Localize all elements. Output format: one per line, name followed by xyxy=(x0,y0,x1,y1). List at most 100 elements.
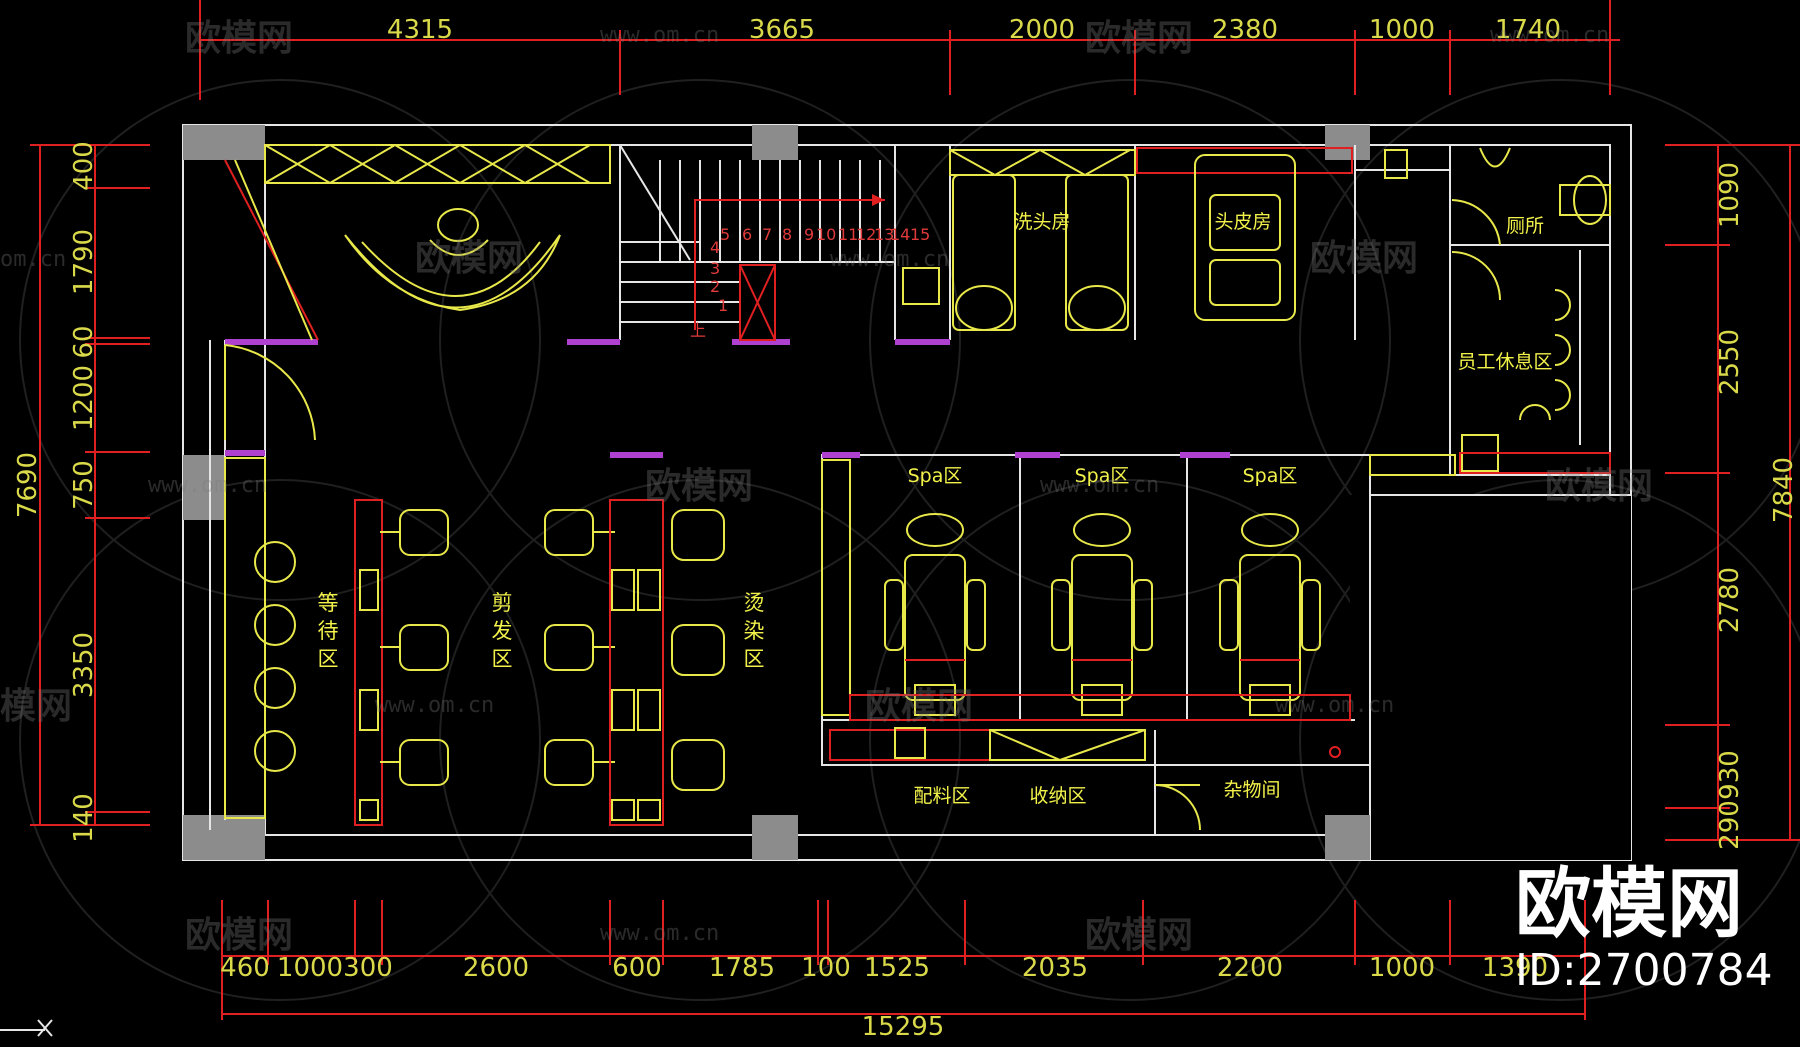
columns xyxy=(183,125,1370,860)
watermark-logo-4: 欧模网 xyxy=(1310,238,1418,279)
watermark-logo-7: 欧模网 xyxy=(865,686,973,727)
top-dim-2: 3665 xyxy=(749,15,815,45)
spa-label-1: Spa区 xyxy=(908,465,963,487)
right-dim-5: 290 xyxy=(1715,800,1745,850)
stair-step-11: 11 xyxy=(838,225,858,244)
watermark-url-4: www.om.cn xyxy=(148,473,267,498)
left-dim-6: 3350 xyxy=(69,632,99,698)
watermark-url-7: www.om.cn xyxy=(1275,693,1394,718)
stair-step-13: 13 xyxy=(874,225,894,244)
right-dim-total: 7840 xyxy=(1769,457,1799,523)
bottom-dim-total: 15295 xyxy=(862,1012,945,1042)
watermark-logo-9: 欧模网 xyxy=(1085,915,1193,956)
spa-label-2: Spa区 xyxy=(1075,465,1130,487)
top-dim-4: 2380 xyxy=(1212,15,1278,45)
scalp-room: 头皮房 xyxy=(1136,147,1353,321)
ucs-icon xyxy=(0,1019,53,1037)
watermark-url-partial: om.cn xyxy=(0,247,66,272)
stair-step-9: 9 xyxy=(804,225,814,244)
stair-step-1: 1 xyxy=(718,296,728,315)
utility-label: 杂物间 xyxy=(1223,779,1280,801)
stair-step-8: 8 xyxy=(782,225,792,244)
ingredient-label: 配料区 xyxy=(913,785,970,807)
bottom-dim-7: 100 xyxy=(801,953,851,983)
top-dim-5: 1000 xyxy=(1369,15,1435,45)
watermark-url-1: www.om.cn xyxy=(600,23,719,48)
spa-label-3: Spa区 xyxy=(1243,465,1298,487)
perm-dye-label: 烫染区 xyxy=(744,591,765,671)
bottom-dim-2: 1000 xyxy=(277,953,343,983)
top-dim-6: 1740 xyxy=(1495,15,1561,45)
cutting-area: 剪发区 xyxy=(354,499,615,826)
bottom-dim-4: 2600 xyxy=(463,953,529,983)
cutting-label: 剪发区 xyxy=(492,591,513,671)
right-dimension-line: 1090 2550 2780 930 290 7840 xyxy=(1665,144,1800,850)
right-dim-4: 930 xyxy=(1715,750,1745,800)
stair-step-10: 10 xyxy=(816,225,836,244)
perm-dye-area: 烫染区 xyxy=(609,499,765,826)
spa-rooms: Spa区 Spa区 Spa区 xyxy=(821,459,1351,721)
storage-label: 收纳区 xyxy=(1029,785,1086,807)
stair-step-12: 12 xyxy=(856,225,876,244)
stair-step-15: 15 xyxy=(910,225,930,244)
stair-step-14: 14 xyxy=(890,225,910,244)
toilet-area: 厕所 xyxy=(1384,147,1611,246)
watermark-logo-8: 欧模网 xyxy=(185,915,293,956)
right-dim-3: 2780 xyxy=(1715,567,1745,633)
watermark-url-8: www.om.cn xyxy=(600,921,719,946)
cutting-chairs-right xyxy=(544,509,615,786)
staff-rest-label: 员工休息区 xyxy=(1457,351,1552,373)
watermark-url-5: www.om.cn xyxy=(1040,473,1159,498)
watermark-logo-3: 欧模网 xyxy=(415,238,523,279)
right-dim-1: 1090 xyxy=(1715,162,1745,228)
stair-step-5: 5 xyxy=(720,225,730,244)
bottom-dim-5: 600 xyxy=(612,953,662,983)
bottom-dim-11: 1000 xyxy=(1369,953,1435,983)
left-dim-2: 1790 xyxy=(69,229,99,295)
spa-bed-2 xyxy=(1051,513,1153,716)
bottom-dim-1: 460 xyxy=(220,953,270,983)
watermark-logo-6: 欧模网 xyxy=(1545,466,1653,507)
cutting-chairs-left xyxy=(380,509,449,786)
bottom-dim-12: 1390 xyxy=(1482,953,1548,983)
outer-walls xyxy=(182,124,1632,861)
spa-bed-1 xyxy=(884,513,986,716)
watermark-brand: 欧模网 xyxy=(1515,859,1743,948)
stair-step-3: 3 xyxy=(710,259,720,278)
watermarks: 欧模网 欧模网 欧模网 欧模网 欧模网 欧模网 欧模网 模网 欧模网 欧模网 w… xyxy=(0,18,1773,996)
left-dim-4: 1200 xyxy=(69,365,99,431)
bottom-dim-9: 2035 xyxy=(1022,953,1088,983)
stair-step-7: 7 xyxy=(762,225,772,244)
watermark-logo-2: 欧模网 xyxy=(1085,18,1193,59)
waiting-label-1: 等待区 xyxy=(318,591,339,671)
bottom-dim-10: 2200 xyxy=(1217,953,1283,983)
watermark-url-2: www.om.cn xyxy=(1490,23,1609,48)
staff-rest-area: 员工休息区 xyxy=(1369,250,1611,476)
watermark-url-3: www.om.cn xyxy=(830,247,949,272)
left-dim-total: 7690 xyxy=(13,452,43,518)
wash-room-label: 洗头房 xyxy=(1013,211,1070,233)
watermark-id: ID:2700784 xyxy=(1515,945,1773,996)
stair-step-4: 4 xyxy=(710,238,720,257)
watermark-logo-5: 欧模网 xyxy=(645,466,753,507)
waiting-area: 等待区 xyxy=(224,457,339,819)
stair-step-2: 2 xyxy=(710,277,720,296)
bottom-dim-3: 300 xyxy=(343,953,393,983)
bottom-dim-8: 1525 xyxy=(864,953,930,983)
left-dim-3: 60 xyxy=(69,325,99,358)
spa-bed-3 xyxy=(1219,513,1321,716)
watermark-url-6: www.om.cn xyxy=(375,693,494,718)
bottom-dim-6: 1785 xyxy=(709,953,775,983)
reception-desk xyxy=(344,208,561,312)
right-dim-2: 2550 xyxy=(1715,329,1745,395)
left-dim-1: 400 xyxy=(69,141,99,191)
stair-step-6: 6 xyxy=(742,225,752,244)
stair-up-label: 上 xyxy=(690,321,706,340)
staircase: 1 2 3 4 5 6 7 8 9 10 11 12 13 14 15 上 xyxy=(619,144,930,341)
magenta-markers xyxy=(225,339,1230,458)
service-areas: 配料区 收纳区 杂物间 xyxy=(829,727,1341,831)
wash-room: 洗头房 xyxy=(902,148,1136,331)
left-dim-5: 750 xyxy=(69,460,99,510)
scalp-room-label: 头皮房 xyxy=(1214,211,1271,233)
